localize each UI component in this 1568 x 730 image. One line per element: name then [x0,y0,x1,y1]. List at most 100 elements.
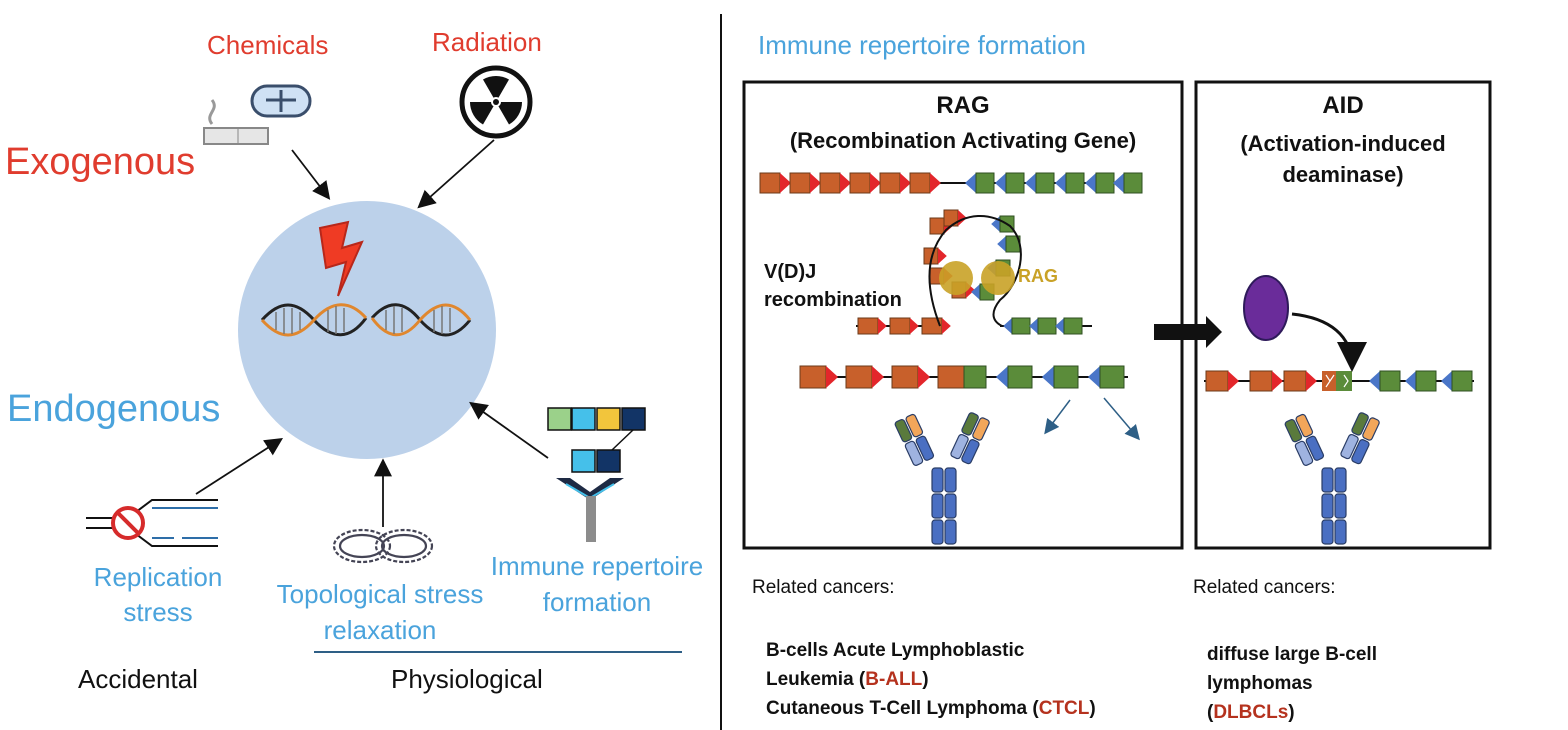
v-gene-segment [759,172,791,194]
aid-enzyme-icon [1243,275,1289,341]
aid-cancer-3c: ) [1288,702,1295,723]
immune-receptor-icon [547,407,646,542]
aid-subtitle-line-2: deaminase) [1282,162,1404,187]
cancer-acronym-dlbcl: DLBCLs [1213,702,1289,723]
label-radiation: Radiation [432,27,542,57]
vdj-loop-icon [928,214,1022,327]
aid-cancer-line-1: diffuse large B-cell [1207,644,1377,665]
v-gene-segment [1283,370,1317,392]
antibody-rag-icon [894,412,990,545]
v-gene-segment [857,317,887,335]
somatic-hypermutation-site [1322,371,1352,391]
aid-panel-box [1194,80,1492,550]
v-gene-segment [909,172,941,194]
antibodies [894,412,1380,545]
j-gene-segment [1113,172,1143,194]
j-gene-segment [965,172,995,194]
arrow-split-right [1103,397,1140,441]
rag-cancer-3c: ) [1089,698,1096,719]
v-gene-segment [849,172,881,194]
j-gene-segment [995,365,1033,389]
j-gene-segment [1025,172,1055,194]
antibody-aid-icon [1284,412,1380,545]
j-gene-segment [997,235,1021,253]
aid-cancer-list: diffuse large B-cell lymphomas (DLBCLs) [1207,640,1377,727]
aid-title: AID [1322,92,1364,119]
heading-immune-repertoire: Immune repertoire formation [758,30,1087,60]
label-exogenous: Exogenous [5,141,196,183]
cancer-acronym-ctcl: CTCL [1038,698,1090,719]
label-physiological: Physiological [391,664,543,694]
arrow-replication [195,438,284,495]
rag-title: RAG [936,92,990,119]
replication-fork-icon [86,499,218,547]
related-cancers-aid: Related cancers: [1193,577,1336,598]
arrow-split-left [1044,399,1071,435]
label-replication-stress: Replication stress [78,560,238,630]
j-gene-segment [1405,370,1437,392]
label-topological-stress: Topological stress relaxation [260,576,500,648]
j-gene-segment [1041,365,1079,389]
rag-cancer-line-1: B-cells Acute Lymphoblastic [766,640,1025,661]
arrow-immune [469,401,549,459]
immune-line-2: formation [542,587,652,617]
rag-cancer-3a: Cutaneous T-Cell Lymphoma ( [766,698,1039,719]
label-endogenous: Endogenous [7,388,221,430]
aid-cancer-line-2: lymphomas [1207,673,1313,694]
replication-line-1: Replication [93,562,223,592]
label-rag-enzyme: RAG [1018,266,1058,286]
aid-subtitle-line-1: (Activation-induced [1240,131,1446,156]
v-gene-segment [819,172,851,194]
v-gene-segment [889,317,919,335]
lightning-icon [318,220,364,297]
related-cancers-rag: Related cancers: [752,577,895,598]
immune-line-1: Immune repertoire [490,551,704,581]
rag-cancer-2c: ) [922,669,929,690]
transition-arrow [1154,316,1222,348]
v-gene-segment [1205,370,1239,392]
j-gene-segment [1369,370,1401,392]
j-gene-segment [1085,172,1115,194]
label-chemicals: Chemicals [207,30,329,60]
dna-helix-icon [260,303,472,337]
rag-enzyme-icon [939,261,1015,295]
j-gene-segment [995,172,1025,194]
rag-subtitle: (Recombination Activating Gene) [789,128,1137,153]
cigarette-icon [203,99,269,145]
v-gene-segment [879,172,911,194]
vdj-line-1: V(D)J [764,261,817,283]
v-gene-segment [845,365,885,389]
arrow-chemicals [291,149,331,200]
aid-subtitle: (Activation-induced deaminase) [1196,128,1490,190]
j-gene-segment [1055,172,1085,194]
j-gene-segment [1003,317,1031,335]
arrow-radiation [417,139,495,209]
label-vdj-recombination: V(D)J recombination [764,258,902,314]
v-gene-segment [1249,370,1283,392]
v-gene-segment [923,247,947,265]
v-gene-segment [789,172,821,194]
rag-panel-box [742,80,1184,550]
pill-icon [250,84,312,118]
topo-line-2: relaxation [323,615,437,645]
supercoiled-dna-icon [332,528,434,564]
topo-line-1: Topological stress [276,579,484,609]
replication-line-2: stress [123,597,193,627]
rag-cancer-line-2: Leukemia (B-ALL) [766,665,1096,694]
aid-target-arrow [1291,312,1367,372]
aid-cancer-3a: ( [1207,702,1214,723]
dna-damage-circle [238,201,496,459]
vdj-line-2: recombination [764,289,902,311]
aid-cancer-line-3: (DLBCLs) [1207,698,1377,727]
v-gene-segment [891,365,931,389]
rag-cancer-2a: Leukemia ( [766,669,866,690]
v-gene-segment [921,317,951,335]
j-gene-segment [1441,370,1473,392]
j-gene-segment [1055,317,1083,335]
rag-cancer-line-3: Cutaneous T-Cell Lymphoma (CTCL) [766,694,1096,723]
j-gene-segment [1029,317,1057,335]
cancer-acronym-ball: B-ALL [865,669,923,690]
rag-cancer-list: B-cells Acute Lymphoblastic Leukemia (B-… [766,636,1096,723]
label-accidental: Accidental [78,664,198,694]
